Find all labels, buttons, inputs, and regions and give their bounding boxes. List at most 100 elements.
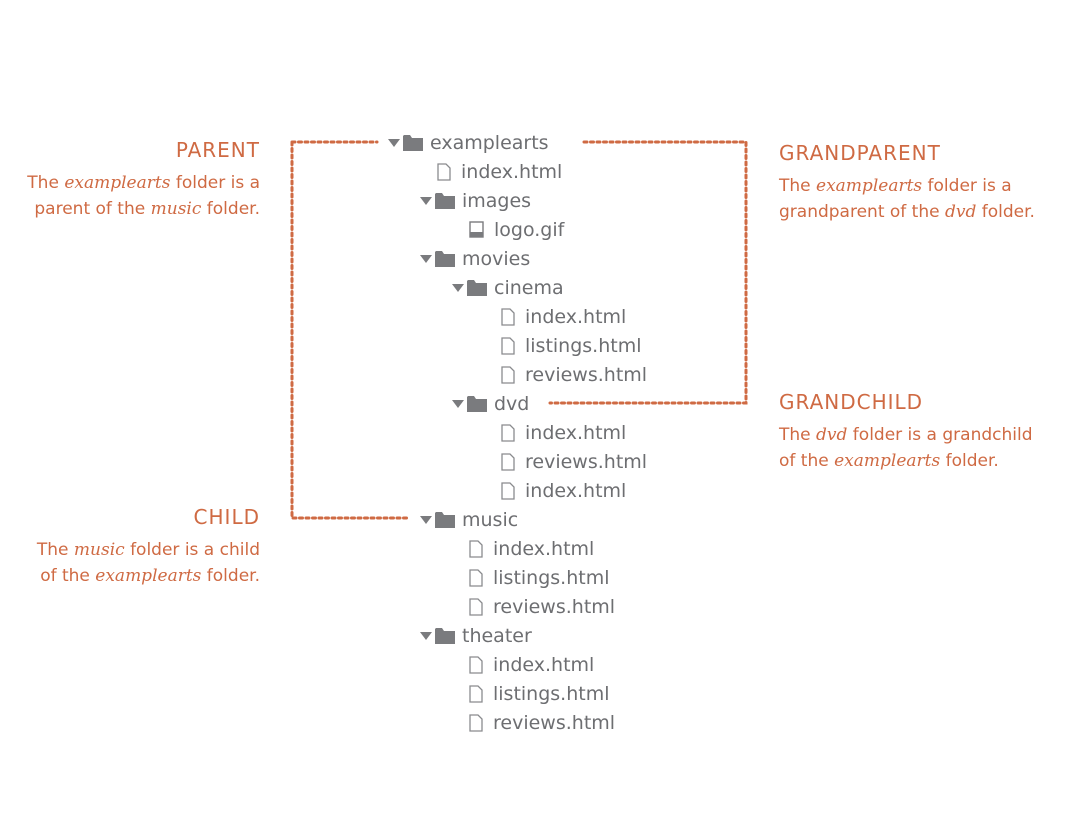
tree-item-label: images [462, 189, 532, 212]
image-file-icon [469, 221, 484, 238]
file-icon [501, 365, 515, 384]
grandparent-heading: GRANDPARENT [779, 141, 941, 165]
expand-triangle-icon[interactable] [388, 138, 400, 147]
file-icon [469, 568, 483, 587]
tree-item-label: examplearts [430, 131, 549, 154]
folder-icon [435, 512, 455, 528]
parent-text-2a: parent of the [34, 199, 151, 219]
tree-file-row[interactable]: index.html [501, 418, 626, 447]
grandchild-note: GRANDCHILD The dvd folder is a grandchil… [779, 390, 1069, 474]
grandparent-text-2a: grandparent of the [779, 202, 945, 222]
grandchild-heading: GRANDCHILD [779, 390, 924, 414]
child-text-1a: The [36, 540, 74, 560]
parent-description: The examplearts folder is a parent of th… [20, 170, 260, 222]
tree-item-label: reviews.html [493, 711, 616, 734]
child-text-2em: examplearts [95, 566, 202, 586]
folder-icon [467, 396, 487, 412]
file-icon [469, 539, 483, 558]
grandchild-description: The dvd folder is a grandchild of the ex… [779, 422, 1069, 474]
grandparent-description: The examplearts folder is a grandparent … [779, 173, 1069, 225]
file-icon [501, 423, 515, 442]
tree-file-row[interactable]: index.html [501, 302, 626, 331]
child-text-2b: folder. [201, 566, 260, 586]
tree-file-row[interactable]: listings.html [469, 679, 610, 708]
grandparent-text-2em: dvd [944, 202, 977, 222]
tree-file-row[interactable]: reviews.html [469, 708, 615, 737]
folder-icon [435, 628, 455, 644]
grandparent-note: GRANDPARENT The examplearts folder is a … [779, 141, 1069, 225]
tree-folder-row[interactable]: theater [420, 621, 532, 650]
file-icon [437, 162, 451, 181]
expand-triangle-icon[interactable] [420, 631, 432, 640]
parent-text-1a: The [27, 173, 65, 193]
tree-folder-row[interactable]: dvd [452, 389, 529, 418]
file-icon [501, 481, 515, 500]
expand-triangle-icon[interactable] [420, 254, 432, 263]
expand-triangle-icon[interactable] [420, 515, 432, 524]
file-icon [469, 655, 483, 674]
child-note: CHILD The music folder is a child of the… [20, 505, 260, 589]
child-heading: CHILD [193, 505, 260, 529]
tree-folder-row[interactable]: movies [420, 244, 530, 273]
child-text-2a: of the [40, 566, 96, 586]
tree-item-label: listings.html [525, 334, 642, 357]
file-icon [501, 307, 515, 326]
grandchild-text-1em: dvd [816, 425, 848, 445]
tree-item-label: reviews.html [525, 363, 648, 386]
tree-item-label: index.html [525, 305, 627, 328]
tree-file-row[interactable]: reviews.html [501, 360, 647, 389]
parent-text-2em: music [150, 199, 202, 219]
parent-text-1b: folder is a [170, 173, 260, 193]
tree-folder-row[interactable]: cinema [452, 273, 564, 302]
tree-item-label: index.html [493, 653, 595, 676]
grandchild-text-1b: folder is a grandchild [847, 425, 1033, 445]
tree-file-row[interactable]: listings.html [469, 563, 610, 592]
tree-item-label: index.html [525, 479, 627, 502]
tree-file-row[interactable]: index.html [437, 157, 562, 186]
grandparent-text-1b: folder is a [922, 176, 1012, 196]
tree-file-row[interactable]: index.html [469, 534, 594, 563]
tree-folder-row[interactable]: music [420, 505, 518, 534]
tree-file-row[interactable]: listings.html [501, 331, 642, 360]
file-icon [469, 713, 483, 732]
grandchild-text-2a: of the [779, 451, 835, 471]
tree-item-label: movies [462, 247, 531, 270]
parent-note: PARENT The examplearts folder is a paren… [20, 138, 260, 222]
file-icon [501, 336, 515, 355]
child-description: The music folder is a child of the examp… [20, 537, 260, 589]
tree-item-label: dvd [494, 392, 530, 415]
tree-folder-row[interactable]: images [420, 186, 531, 215]
child-text-1em: music [73, 540, 125, 560]
folder-icon [435, 251, 455, 267]
tree-item-label: logo.gif [494, 218, 565, 241]
tree-item-label: index.html [461, 160, 563, 183]
grandparent-text-1a: The [779, 176, 817, 196]
parent-text-2b: folder. [201, 199, 260, 219]
tree-file-row[interactable]: index.html [469, 650, 594, 679]
expand-triangle-icon[interactable] [420, 196, 432, 205]
tree-file-row[interactable]: logo.gif [469, 215, 564, 244]
grandchild-text-1a: The [779, 425, 817, 445]
tree-item-label: reviews.html [493, 595, 616, 618]
tree-file-row[interactable]: reviews.html [469, 592, 615, 621]
folder-icon [467, 280, 487, 296]
folder-icon [403, 135, 423, 151]
grandparent-text-1em: examplearts [816, 176, 923, 196]
tree-item-label: listings.html [493, 682, 610, 705]
file-icon [469, 597, 483, 616]
child-text-1b: folder is a child [124, 540, 260, 560]
file-icon [469, 684, 483, 703]
tree-item-label: music [462, 508, 519, 531]
tree-item-label: index.html [493, 537, 595, 560]
grandparent-grandchild-connector [548, 140, 748, 405]
expand-triangle-icon[interactable] [452, 283, 464, 292]
tree-file-row[interactable]: index.html [501, 476, 626, 505]
tree-file-row[interactable]: reviews.html [501, 447, 647, 476]
grandparent-text-2b: folder. [976, 202, 1035, 222]
tree-item-label: listings.html [493, 566, 610, 589]
tree-folder-row[interactable]: examplearts [388, 128, 549, 157]
expand-triangle-icon[interactable] [452, 399, 464, 408]
tree-item-label: index.html [525, 421, 627, 444]
